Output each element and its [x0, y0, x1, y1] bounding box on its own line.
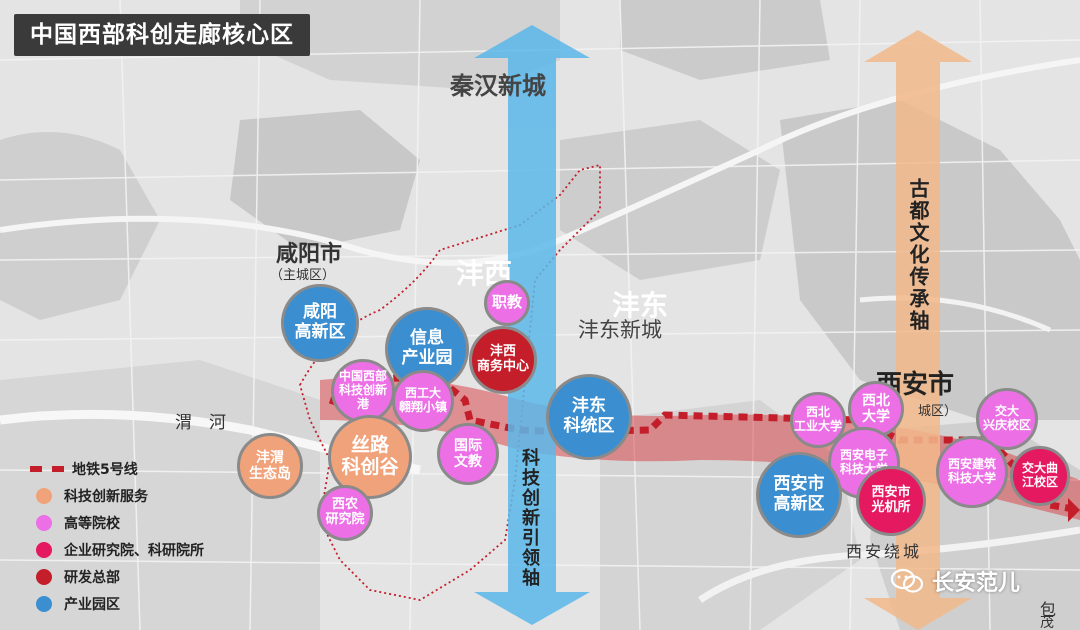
legend-item-research: 企业研究院、科研院所: [30, 536, 204, 563]
node-vocational-edu: 职教: [484, 280, 530, 326]
legend-label: 科技创新服务: [64, 488, 148, 505]
label-xianyang: 咸阳市: [276, 242, 343, 267]
node-fengwei-eco-island: 沣渭生态岛: [237, 433, 303, 499]
node-xian-optics-institute: 西安市光机所: [856, 466, 926, 536]
node-innovation-harbor: 中国西部科技创新港: [331, 359, 395, 423]
label-ring-road: 西安绕城: [846, 542, 923, 561]
label-xianyang-sub: （主城区）: [270, 268, 336, 283]
label-bao: 包: [1040, 600, 1057, 619]
metro-line-swatch: [30, 465, 64, 472]
node-nwpu: 西北工业大学: [790, 392, 846, 448]
label-qinhan: 秦汉新城: [450, 72, 546, 100]
label-fengdong-new: 沣东新城: [578, 318, 662, 342]
legend-label: 高等院校: [64, 515, 120, 532]
legend-label: 企业研究院、科研院所: [64, 542, 204, 559]
watermark-text: 长安范儿: [931, 571, 1020, 596]
node-fengxi-business-center: 沣西商务中心: [469, 326, 537, 394]
node-nwpu-town: 西工大翱翔小镇: [392, 370, 454, 432]
legend-item-park: 产业园区: [30, 590, 204, 617]
node-intl-culture-edu: 国际文教: [437, 423, 499, 485]
magenta-dot-icon: [36, 541, 52, 558]
legend: 地铁5号线 科技创新服务 高等院校 企业研究院、科研院所 研发总部 产业园区: [30, 455, 204, 617]
watermark: 长安范儿: [890, 565, 1020, 597]
node-xian-hi-tech: 西安市高新区: [756, 452, 842, 538]
blue-dot-icon: [36, 595, 52, 612]
map-title: 中国西部科创走廊核心区: [14, 14, 310, 56]
legend-label: 地铁5号线: [72, 461, 138, 478]
legend-item-service: 科技创新服务: [30, 482, 204, 509]
culture-axis-label: 古都文化传承轴: [906, 178, 930, 332]
node-xjtu-qujiang: 交大曲江校区: [1010, 446, 1070, 506]
label-mao: 茂: [1040, 615, 1054, 630]
red-dot-icon: [36, 568, 52, 585]
legend-label: 研发总部: [64, 569, 120, 586]
innovation-axis-label: 科技创新引领轴: [519, 448, 540, 588]
pink-dot-icon: [36, 514, 52, 531]
label-weihe: 渭 河: [175, 413, 226, 433]
label-fengdong: 沣东: [612, 289, 669, 322]
node-northwest-univ: 西北大学: [848, 381, 904, 437]
label-xian-sub: 城区）: [918, 404, 958, 419]
node-xianyang-hi-tech: 咸阳高新区: [281, 284, 359, 362]
node-nwafu-institute: 西农研究院: [317, 485, 373, 541]
node-fengdong-sci-district: 沣东科统区: [546, 374, 632, 460]
orange-dot-icon: [36, 487, 52, 504]
node-xjtu-xingqing: 交大兴庆校区: [976, 388, 1038, 450]
wechat-icon: [890, 568, 924, 593]
legend-item-university: 高等院校: [30, 509, 204, 536]
legend-item-metro: 地铁5号线: [30, 455, 204, 482]
legend-item-hq: 研发总部: [30, 563, 204, 590]
node-xauat: 西安建筑科技大学: [936, 436, 1008, 508]
legend-label: 产业园区: [64, 596, 120, 613]
